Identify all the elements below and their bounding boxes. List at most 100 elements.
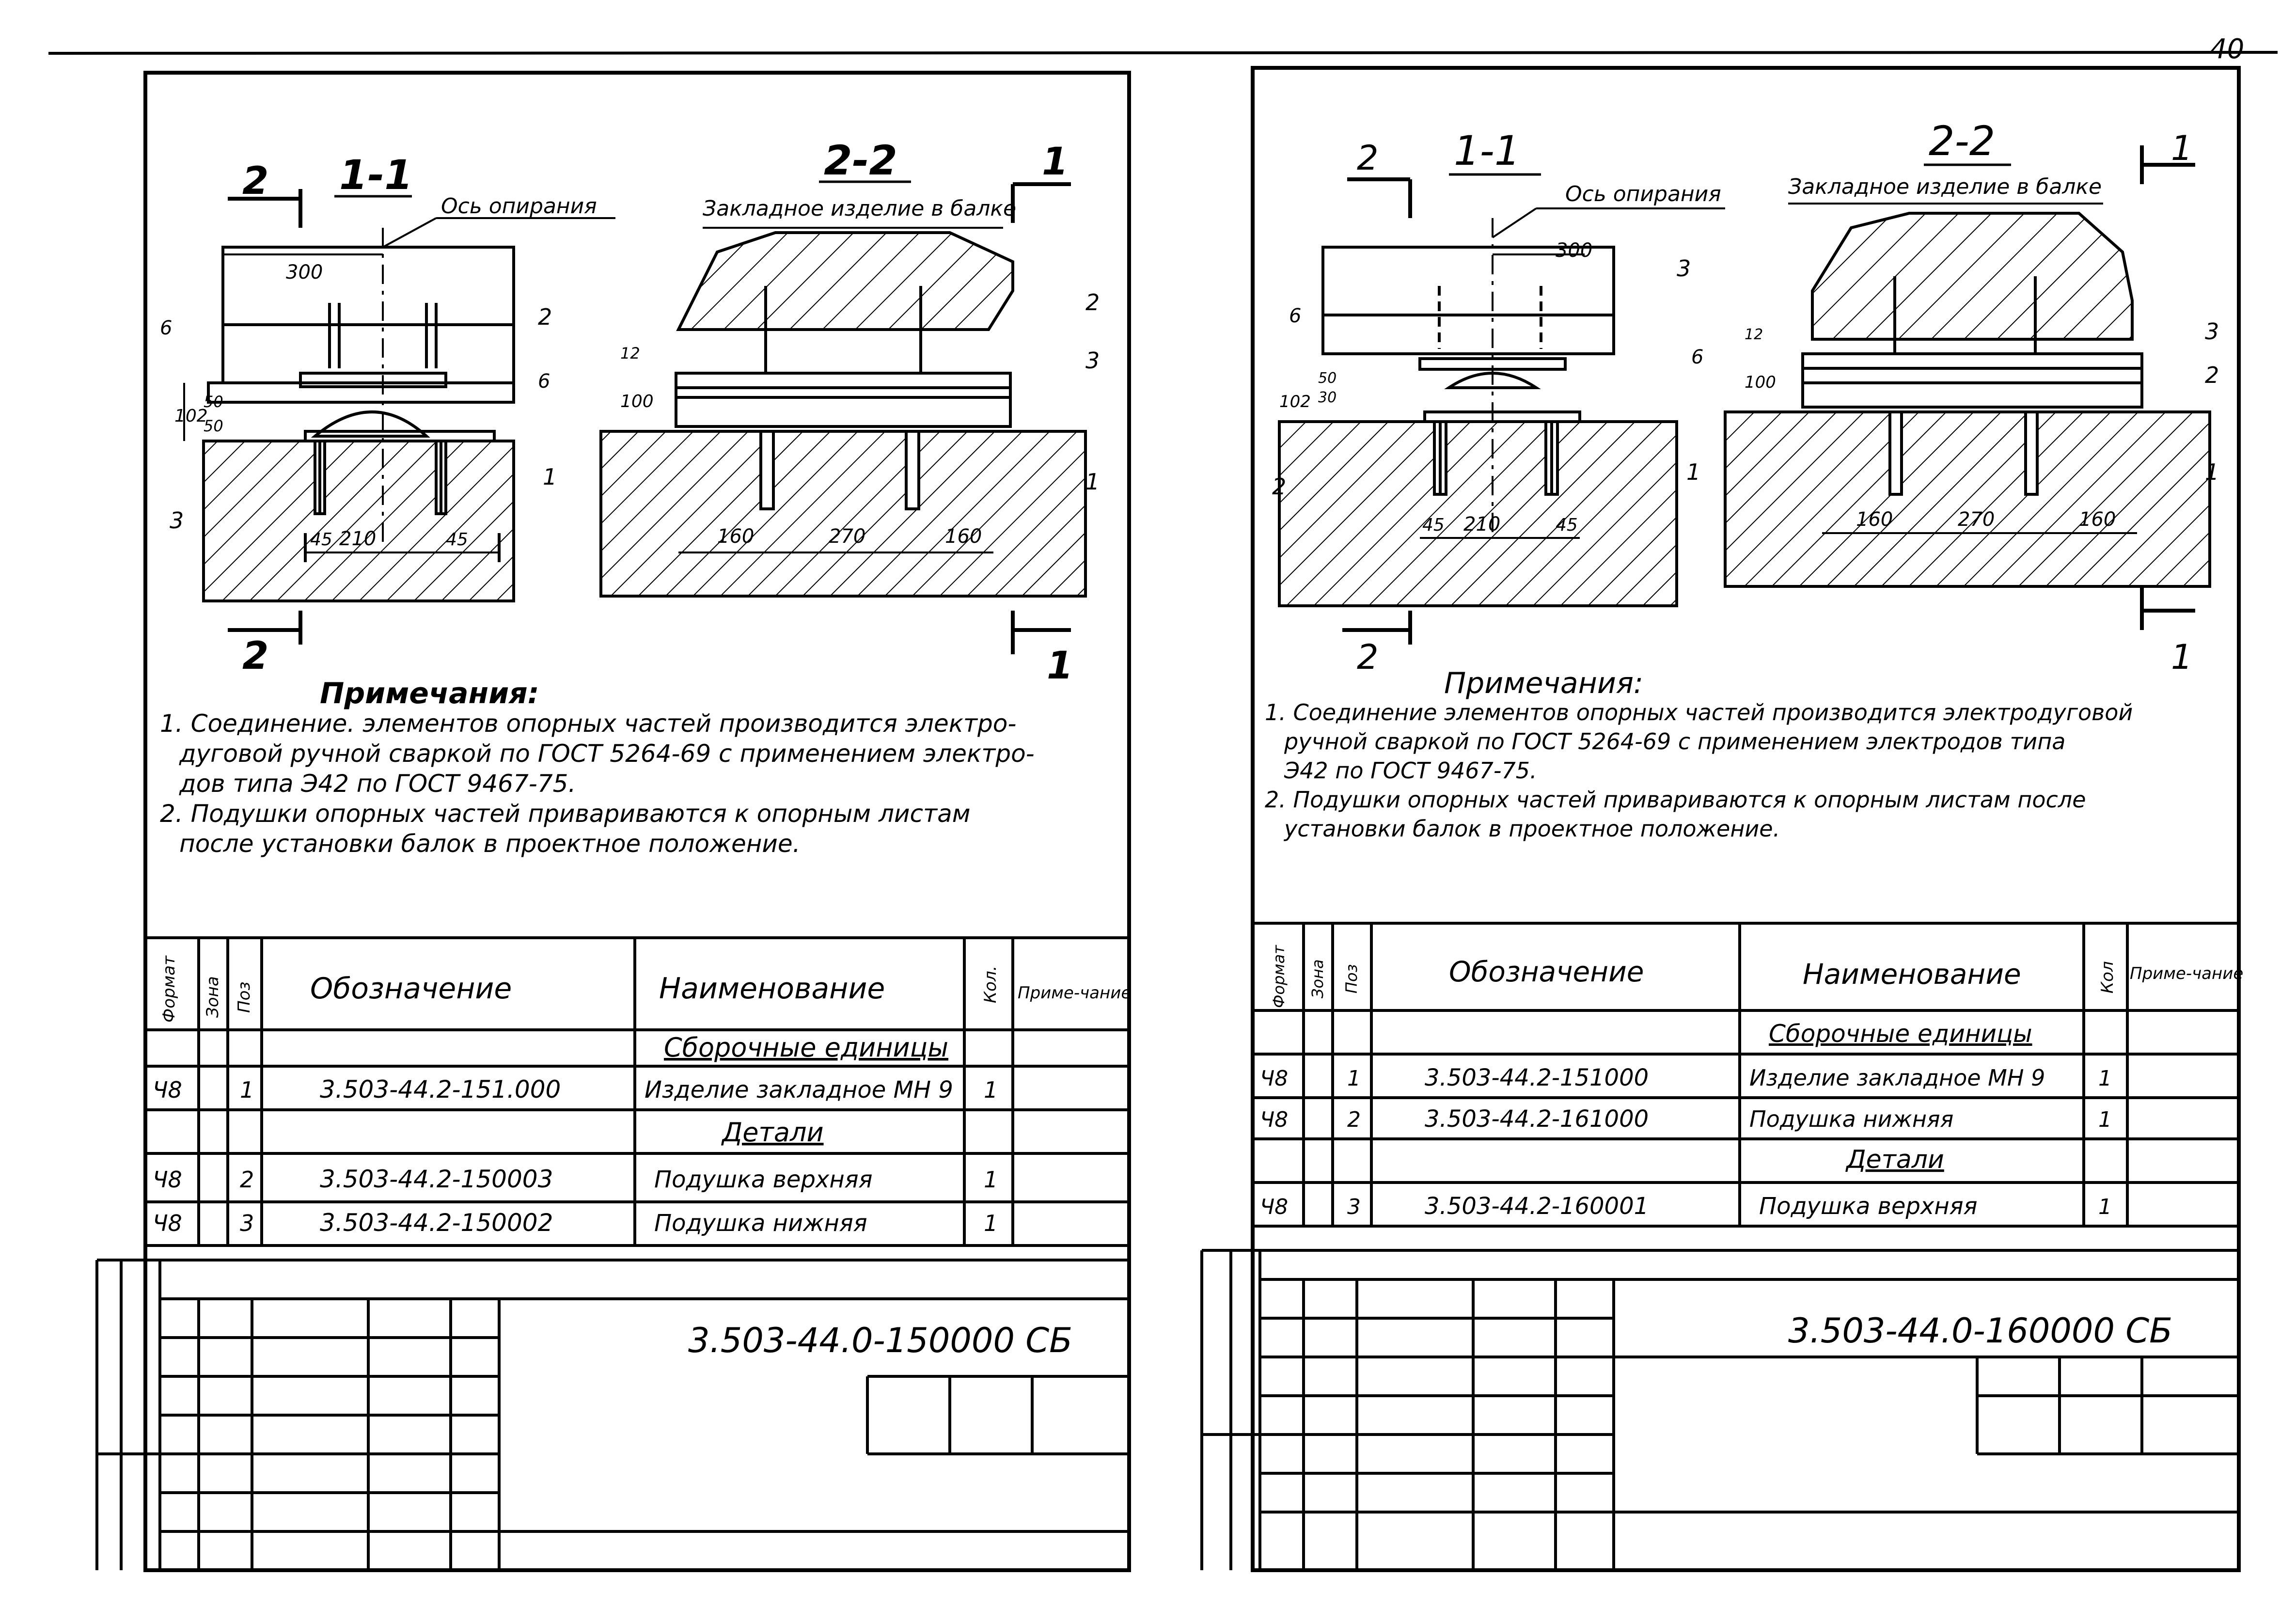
right-weld-6: 6	[1289, 305, 1301, 327]
right-cut-label-1-top: 1	[2171, 128, 2193, 168]
left-dim-160b: 160	[945, 525, 982, 548]
left-note-line-5: после установки балок в проектное положе…	[179, 830, 801, 858]
right-row2-qty: 1	[2098, 1107, 2112, 1132]
left-row1-qty: 1	[984, 1077, 998, 1103]
left-cut-label-bottom: 2	[242, 634, 268, 678]
left-22-callout-2: 2	[1085, 289, 1100, 315]
left-row4-code: 3.503-44.2-150002	[320, 1209, 553, 1237]
right-cut-label-top: 2	[1357, 138, 1379, 178]
left-row3-fmt: Ч8	[153, 1167, 182, 1193]
right-th-name: Наименование	[1803, 958, 2021, 991]
right-th-note: Приме-чание	[2130, 964, 2243, 983]
left-row1-pos: 1	[240, 1077, 254, 1103]
left-section-2-2	[599, 182, 1087, 654]
left-spec-table-grid	[145, 936, 1129, 1247]
right-22-callout-3: 3	[2205, 318, 2219, 345]
right-dim-100: 100	[1745, 373, 1776, 392]
right-dim-45a: 45	[1422, 515, 1445, 535]
left-section-1-1-title: 1-1	[339, 151, 413, 199]
left-sheet: 1-1 2 2 Ось опирания 300 210 45 45 102 5…	[95, 71, 1131, 1572]
right-section-2-2-title: 2-2	[1929, 117, 1995, 165]
left-dim-210: 210	[339, 528, 376, 550]
left-th-zone: Зона	[203, 976, 222, 1018]
right-th-format: Формат	[1270, 945, 1288, 1008]
right-th-pos: Поз	[1342, 964, 1361, 993]
left-row4-qty: 1	[984, 1210, 998, 1236]
right-note-line-1: 1. Соединение элементов опорных частей п…	[1265, 699, 2133, 725]
left-row4-fmt: Ч8	[153, 1210, 182, 1236]
left-th-name: Наименование	[659, 972, 885, 1006]
left-cut-label-1-bottom: 1	[1047, 644, 1073, 688]
right-cut-label-1-bottom: 1	[2171, 637, 2193, 677]
left-weld-6b: 6	[538, 370, 550, 393]
left-title-block	[95, 1259, 1129, 1570]
right-row1-name: Изделие закладное МН 9	[1749, 1065, 2045, 1091]
right-spec-table-grid	[1253, 922, 2239, 1228]
right-notes: Примечания: 1. Соединение элементов опор…	[1265, 669, 2234, 843]
right-dim-270: 270	[1958, 508, 1995, 531]
left-dim-12: 12	[620, 344, 640, 363]
page-top-line	[48, 51, 2278, 55]
right-callout-1: 1	[1686, 459, 1700, 485]
left-embed-label: Закладное изделие в балке	[703, 196, 1016, 221]
right-row2-fmt: Ч8	[1260, 1107, 1288, 1132]
right-section-1-1	[1278, 177, 1725, 645]
left-dim-160a: 160	[717, 525, 754, 548]
right-th-qty: Кол	[2098, 961, 2117, 993]
left-dim-100: 100	[620, 392, 654, 411]
right-dim-50a: 50	[1318, 370, 1337, 387]
right-row0-name: Сборочные единицы	[1769, 1020, 2032, 1048]
right-notes-title: Примечания:	[1444, 666, 1644, 700]
left-row1-name: Изделие закладное МН 9	[645, 1076, 953, 1104]
right-row2-name: Подушка нижняя	[1749, 1106, 1953, 1132]
right-th-zone: Зона	[1308, 959, 1327, 998]
left-axis-label: Ось опирания	[441, 194, 597, 219]
right-row2-code: 3.503-44.2-161000	[1425, 1105, 1649, 1133]
right-row4-pos: 3	[1347, 1195, 1361, 1219]
right-sheet: 1-1 2 2 Ось опирания 300 210 45 45 102 5…	[1200, 66, 2241, 1572]
left-row1-fmt: Ч8	[153, 1077, 182, 1103]
right-row3-name: Детали	[1845, 1145, 1944, 1174]
left-dim-300: 300	[286, 261, 323, 284]
right-dim-45b: 45	[1556, 515, 1578, 535]
right-row1-fmt: Ч8	[1260, 1066, 1288, 1091]
left-weld-6: 6	[160, 317, 172, 339]
right-note-line-2: ручной сваркой по ГОСТ 5264-69 с примене…	[1284, 728, 2066, 755]
right-row4-name: Подушка верхняя	[1759, 1193, 1977, 1220]
left-callout-3: 3	[170, 507, 184, 534]
right-22-callout-1: 1	[2205, 459, 2219, 485]
left-row3-pos: 2	[240, 1167, 254, 1193]
right-row1-pos: 1	[1347, 1066, 1361, 1091]
right-dim-50b: 30	[1318, 389, 1337, 406]
right-section-2-2	[1724, 145, 2211, 630]
right-row1-qty: 1	[2098, 1066, 2112, 1091]
right-designation: 3.503-44.0-160000 СБ	[1788, 1311, 2172, 1351]
right-spec-table: Формат Зона Поз Обозначение Наименование…	[1260, 945, 2243, 1351]
right-dim-102: 102	[1279, 392, 1311, 411]
right-dim-300: 300	[1556, 239, 1592, 262]
left-notes: Примечания: 1. Соединение. элементов опо…	[160, 678, 1124, 859]
left-row2-name: Детали	[721, 1117, 824, 1148]
right-22-callout-2: 2	[2205, 362, 2219, 388]
left-note-line-4: 2. Подушки опорных частей привариваются …	[160, 800, 971, 828]
left-section-1-1	[183, 189, 615, 645]
right-weld-6b: 6	[1691, 346, 1703, 368]
left-section-2-2-title: 2-2	[824, 137, 897, 184]
left-dim-270: 270	[829, 525, 865, 548]
left-22-callout-1: 1	[1085, 469, 1100, 495]
right-dim-210: 210	[1463, 513, 1500, 536]
left-spec-table: Формат Зона Поз Обозначение Наименование…	[153, 955, 1131, 1360]
left-th-format: Формат	[159, 955, 179, 1023]
right-dim-160b: 160	[2079, 508, 2116, 531]
right-note-line-5: установки балок в проектное положение.	[1284, 816, 1780, 842]
right-dim-12: 12	[1745, 326, 1763, 343]
right-row4-code: 3.503-44.2-160001	[1425, 1193, 1649, 1220]
left-note-line-1: 1. Соединение. элементов опорных частей …	[160, 710, 1017, 738]
right-th-designation: Обозначение	[1449, 955, 1644, 988]
right-row1-code: 3.503-44.2-151000	[1425, 1064, 1649, 1091]
right-section-1-1-title: 1-1	[1454, 127, 1520, 174]
left-row1-code: 3.503-44.2-151.000	[320, 1075, 561, 1104]
right-title-block	[1200, 1249, 2239, 1570]
right-note-line-3: Э42 по ГОСТ 9467-75.	[1284, 757, 1537, 784]
